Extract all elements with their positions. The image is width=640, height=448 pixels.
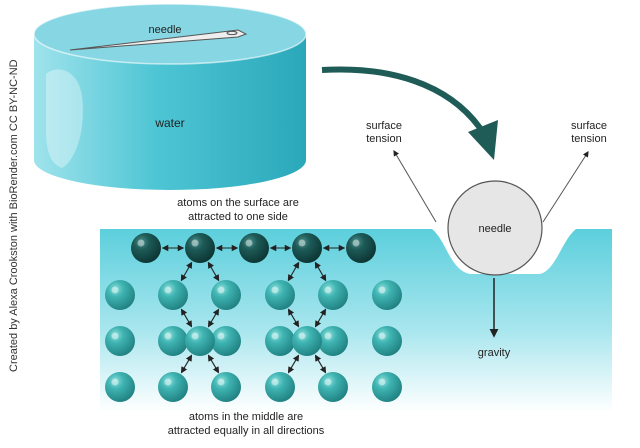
water-label: water [154, 116, 184, 130]
attraction-arrow [180, 354, 193, 374]
water-surface-panel [100, 229, 612, 412]
attraction-arrow [314, 354, 327, 374]
middle-atom [105, 280, 135, 310]
atom-highlight [191, 332, 199, 340]
attraction-arrow [207, 261, 220, 282]
attraction-arrow [314, 261, 327, 282]
needle-on-water-icon [69, 29, 248, 51]
water-cylinder: needle water [33, 3, 307, 190]
atom-highlight [298, 332, 306, 340]
surface-tension-right-label-1: surface [571, 120, 607, 132]
middle-atoms-caption-2: attracted equally in all directions [168, 425, 325, 437]
atom-highlight [217, 286, 225, 294]
atom-highlight [111, 332, 119, 340]
zoom-arrow [321, 66, 498, 160]
middle-atom [185, 326, 215, 356]
atom-highlight [324, 378, 332, 386]
middle-atom [265, 372, 295, 402]
atom-highlight [378, 332, 386, 340]
atom-grid [105, 233, 402, 402]
surface-atom [239, 233, 269, 263]
surface-atom [131, 233, 161, 263]
middle-atom [105, 372, 135, 402]
surface-tension-right-label-2: tension [571, 133, 606, 145]
surface-tension-left-label-2: tension [366, 133, 401, 145]
atom-highlight [164, 378, 172, 386]
middle-atom [318, 372, 348, 402]
middle-atom [372, 326, 402, 356]
middle-atom [318, 326, 348, 356]
attraction-arrow [314, 308, 327, 328]
gravity-label: gravity [478, 347, 511, 359]
middle-atom [158, 280, 188, 310]
atom-highlight [245, 239, 253, 247]
attraction-arrow [180, 308, 193, 328]
atom-highlight [191, 239, 199, 247]
atom-highlight [298, 239, 306, 247]
surface-atoms-caption-1: atoms on the surface are [177, 197, 299, 209]
atom-highlight [271, 286, 279, 294]
attraction-arrow [207, 354, 220, 374]
middle-atoms-caption-1: atoms in the middle are [189, 411, 303, 423]
atom-highlight [111, 286, 119, 294]
atom-highlight [271, 332, 279, 340]
atom-highlight [324, 286, 332, 294]
attraction-arrow [287, 354, 300, 374]
atom-highlight [271, 378, 279, 386]
atom-highlight [111, 378, 119, 386]
atom-highlight [217, 332, 225, 340]
atom-highlight [217, 378, 225, 386]
attraction-arrow [287, 308, 300, 328]
needle-top-label: needle [148, 24, 181, 36]
cylinder-highlight [46, 69, 83, 168]
atom-highlight [164, 332, 172, 340]
middle-atom [105, 326, 135, 356]
middle-atom [292, 326, 322, 356]
middle-atom [372, 280, 402, 310]
middle-atom [265, 326, 295, 356]
surface-atom [185, 233, 215, 263]
cylinder-top [34, 4, 306, 64]
atom-highlight [378, 378, 386, 386]
surface-tension-left-arrow [393, 149, 437, 223]
cylinder-side [34, 34, 306, 190]
atom-highlight [378, 286, 386, 294]
surface-atoms-caption-2: attracted to one side [188, 211, 288, 223]
atom-highlight [137, 239, 145, 247]
middle-atom [318, 280, 348, 310]
surface-atom [346, 233, 376, 263]
middle-atom [372, 372, 402, 402]
atom-highlight [324, 332, 332, 340]
surface-tension-right-arrow [542, 150, 589, 223]
middle-atom [265, 280, 295, 310]
attraction-arrow [180, 261, 193, 282]
attraction-arrow [207, 308, 220, 328]
middle-atom [211, 372, 241, 402]
needle-circle-label: needle [478, 223, 511, 235]
attraction-arrow [287, 261, 300, 282]
middle-atom [211, 326, 241, 356]
atom-highlight [352, 239, 360, 247]
middle-atom [158, 326, 188, 356]
surface-tension-left-label-1: surface [366, 120, 402, 132]
needle-cross-section [447, 180, 543, 276]
atom-highlight [164, 286, 172, 294]
middle-atom [158, 372, 188, 402]
middle-atom [211, 280, 241, 310]
surface-atom [292, 233, 322, 263]
